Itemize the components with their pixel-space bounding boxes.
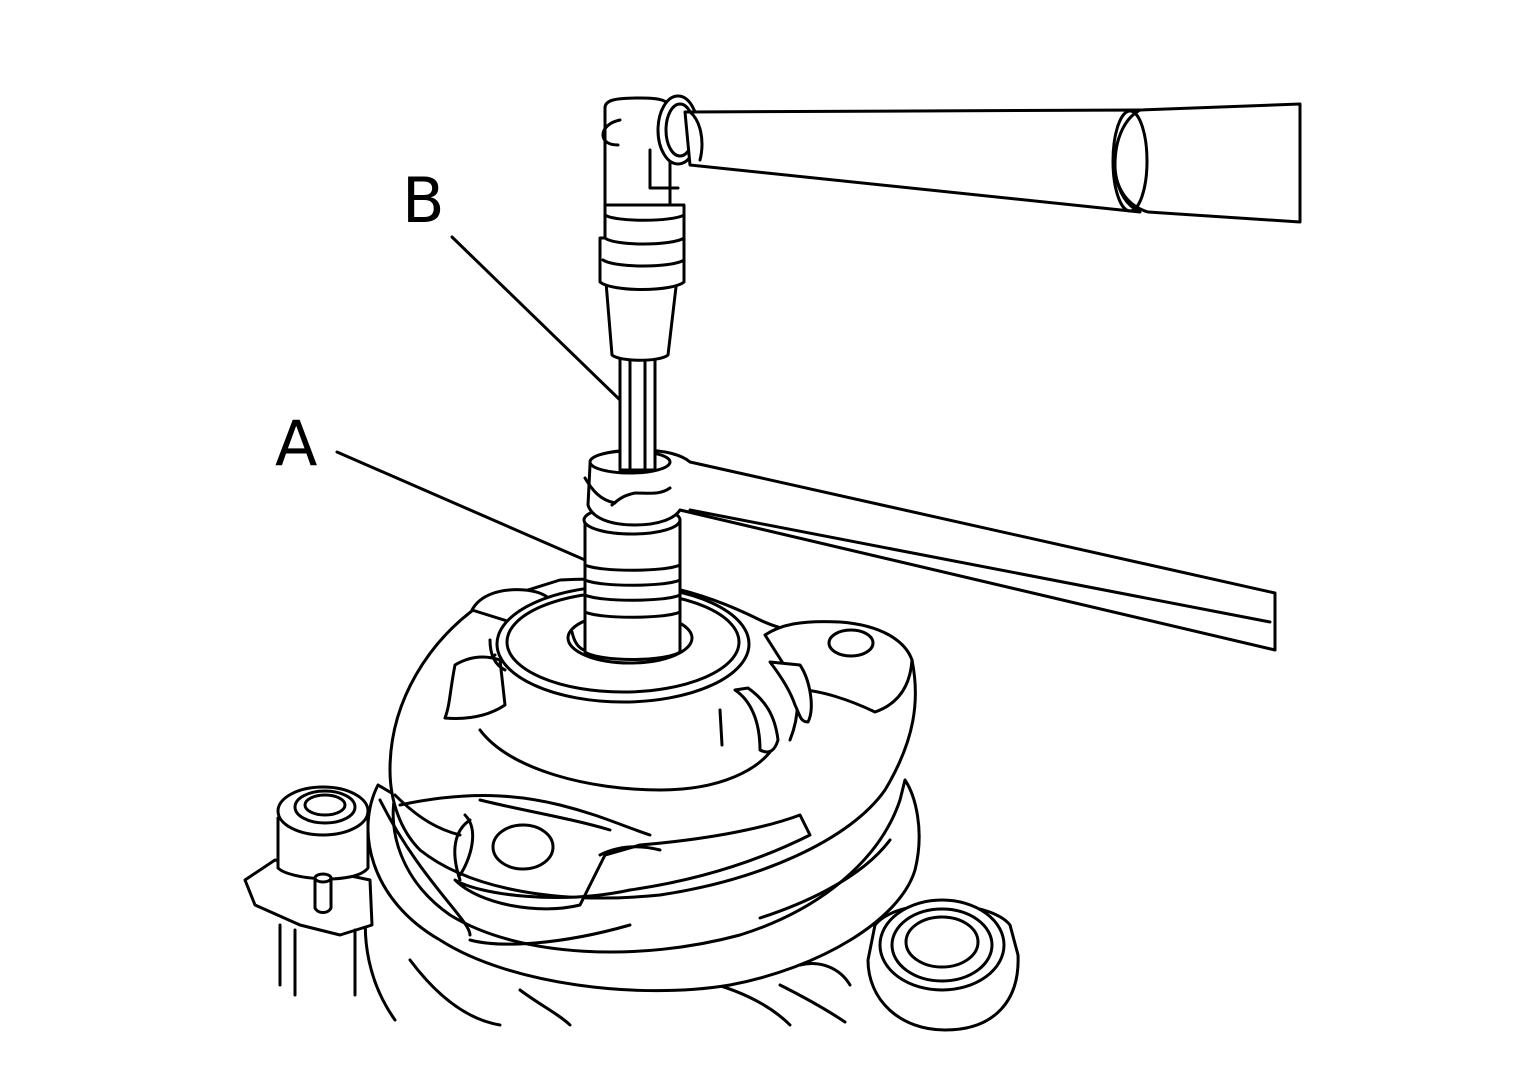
ratchet-handle [683, 102, 1302, 224]
callout-b: B [402, 164, 622, 402]
coil-spring [366, 778, 921, 993]
left-mount-bracket [243, 785, 374, 997]
callout-label-b: B [402, 164, 445, 237]
callout-a: A [275, 407, 587, 562]
leader-line-b [450, 235, 622, 402]
right-bushing [866, 898, 1020, 1032]
tool-b-hex-extension [598, 94, 700, 472]
callout-label-a: A [275, 407, 317, 480]
tool-a-socket [582, 504, 682, 661]
leader-line-a [335, 450, 587, 562]
